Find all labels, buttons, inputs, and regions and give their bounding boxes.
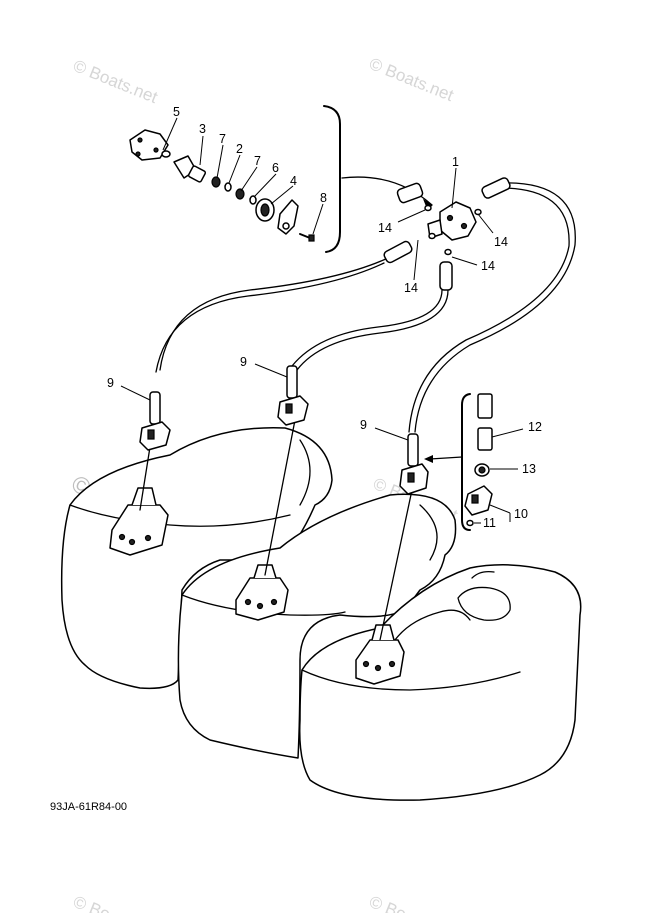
callout-9-right: 9 <box>360 418 367 432</box>
callout-5: 5 <box>173 105 180 119</box>
connector-middle <box>277 365 309 426</box>
drawing-code: 93JA-61R84-00 <box>50 801 127 813</box>
leader-lines <box>120 117 524 524</box>
callout-7-second: 7 <box>254 154 261 168</box>
connector-right <box>399 433 429 495</box>
callout-2: 2 <box>236 142 243 156</box>
connector-exploded <box>424 393 493 531</box>
callouts: 5 3 7 2 7 6 4 8 1 14 14 14 14 9 9 9 12 1… <box>107 105 542 530</box>
watermark-top-right: © Boats.net <box>367 54 457 105</box>
callout-9-left: 9 <box>107 376 114 390</box>
callout-10: 10 <box>514 507 528 521</box>
callout-14-left-upper: 14 <box>378 221 392 235</box>
callout-4: 4 <box>290 174 297 188</box>
callout-14-right-lower: 14 <box>481 259 495 273</box>
callout-13: 13 <box>522 462 536 476</box>
watermark-bottom-left: © Boats.net <box>71 892 161 913</box>
callout-8: 8 <box>320 191 327 205</box>
callout-14-left-lower: 14 <box>404 281 418 295</box>
callout-9-middle: 9 <box>240 355 247 369</box>
callout-6: 6 <box>272 161 279 175</box>
fuel-joint-exploded <box>129 129 315 242</box>
callout-14-right: 14 <box>494 235 508 249</box>
fuel-tank-right <box>298 564 582 801</box>
fuel-tank-left <box>60 426 333 690</box>
watermark-top-left: © Boats.net <box>71 56 161 107</box>
connector-left <box>139 391 171 451</box>
callout-7-first: 7 <box>219 132 226 146</box>
fuel-tank-middle <box>177 493 457 759</box>
callout-3: 3 <box>199 122 206 136</box>
watermark-bottom-right: © Boats.net <box>367 892 457 913</box>
callout-12: 12 <box>528 420 542 434</box>
callout-11: 11 <box>483 516 496 530</box>
fuel-joint-assembled <box>383 177 511 291</box>
callout-1: 1 <box>452 155 459 169</box>
fuel-hoses <box>139 182 576 641</box>
